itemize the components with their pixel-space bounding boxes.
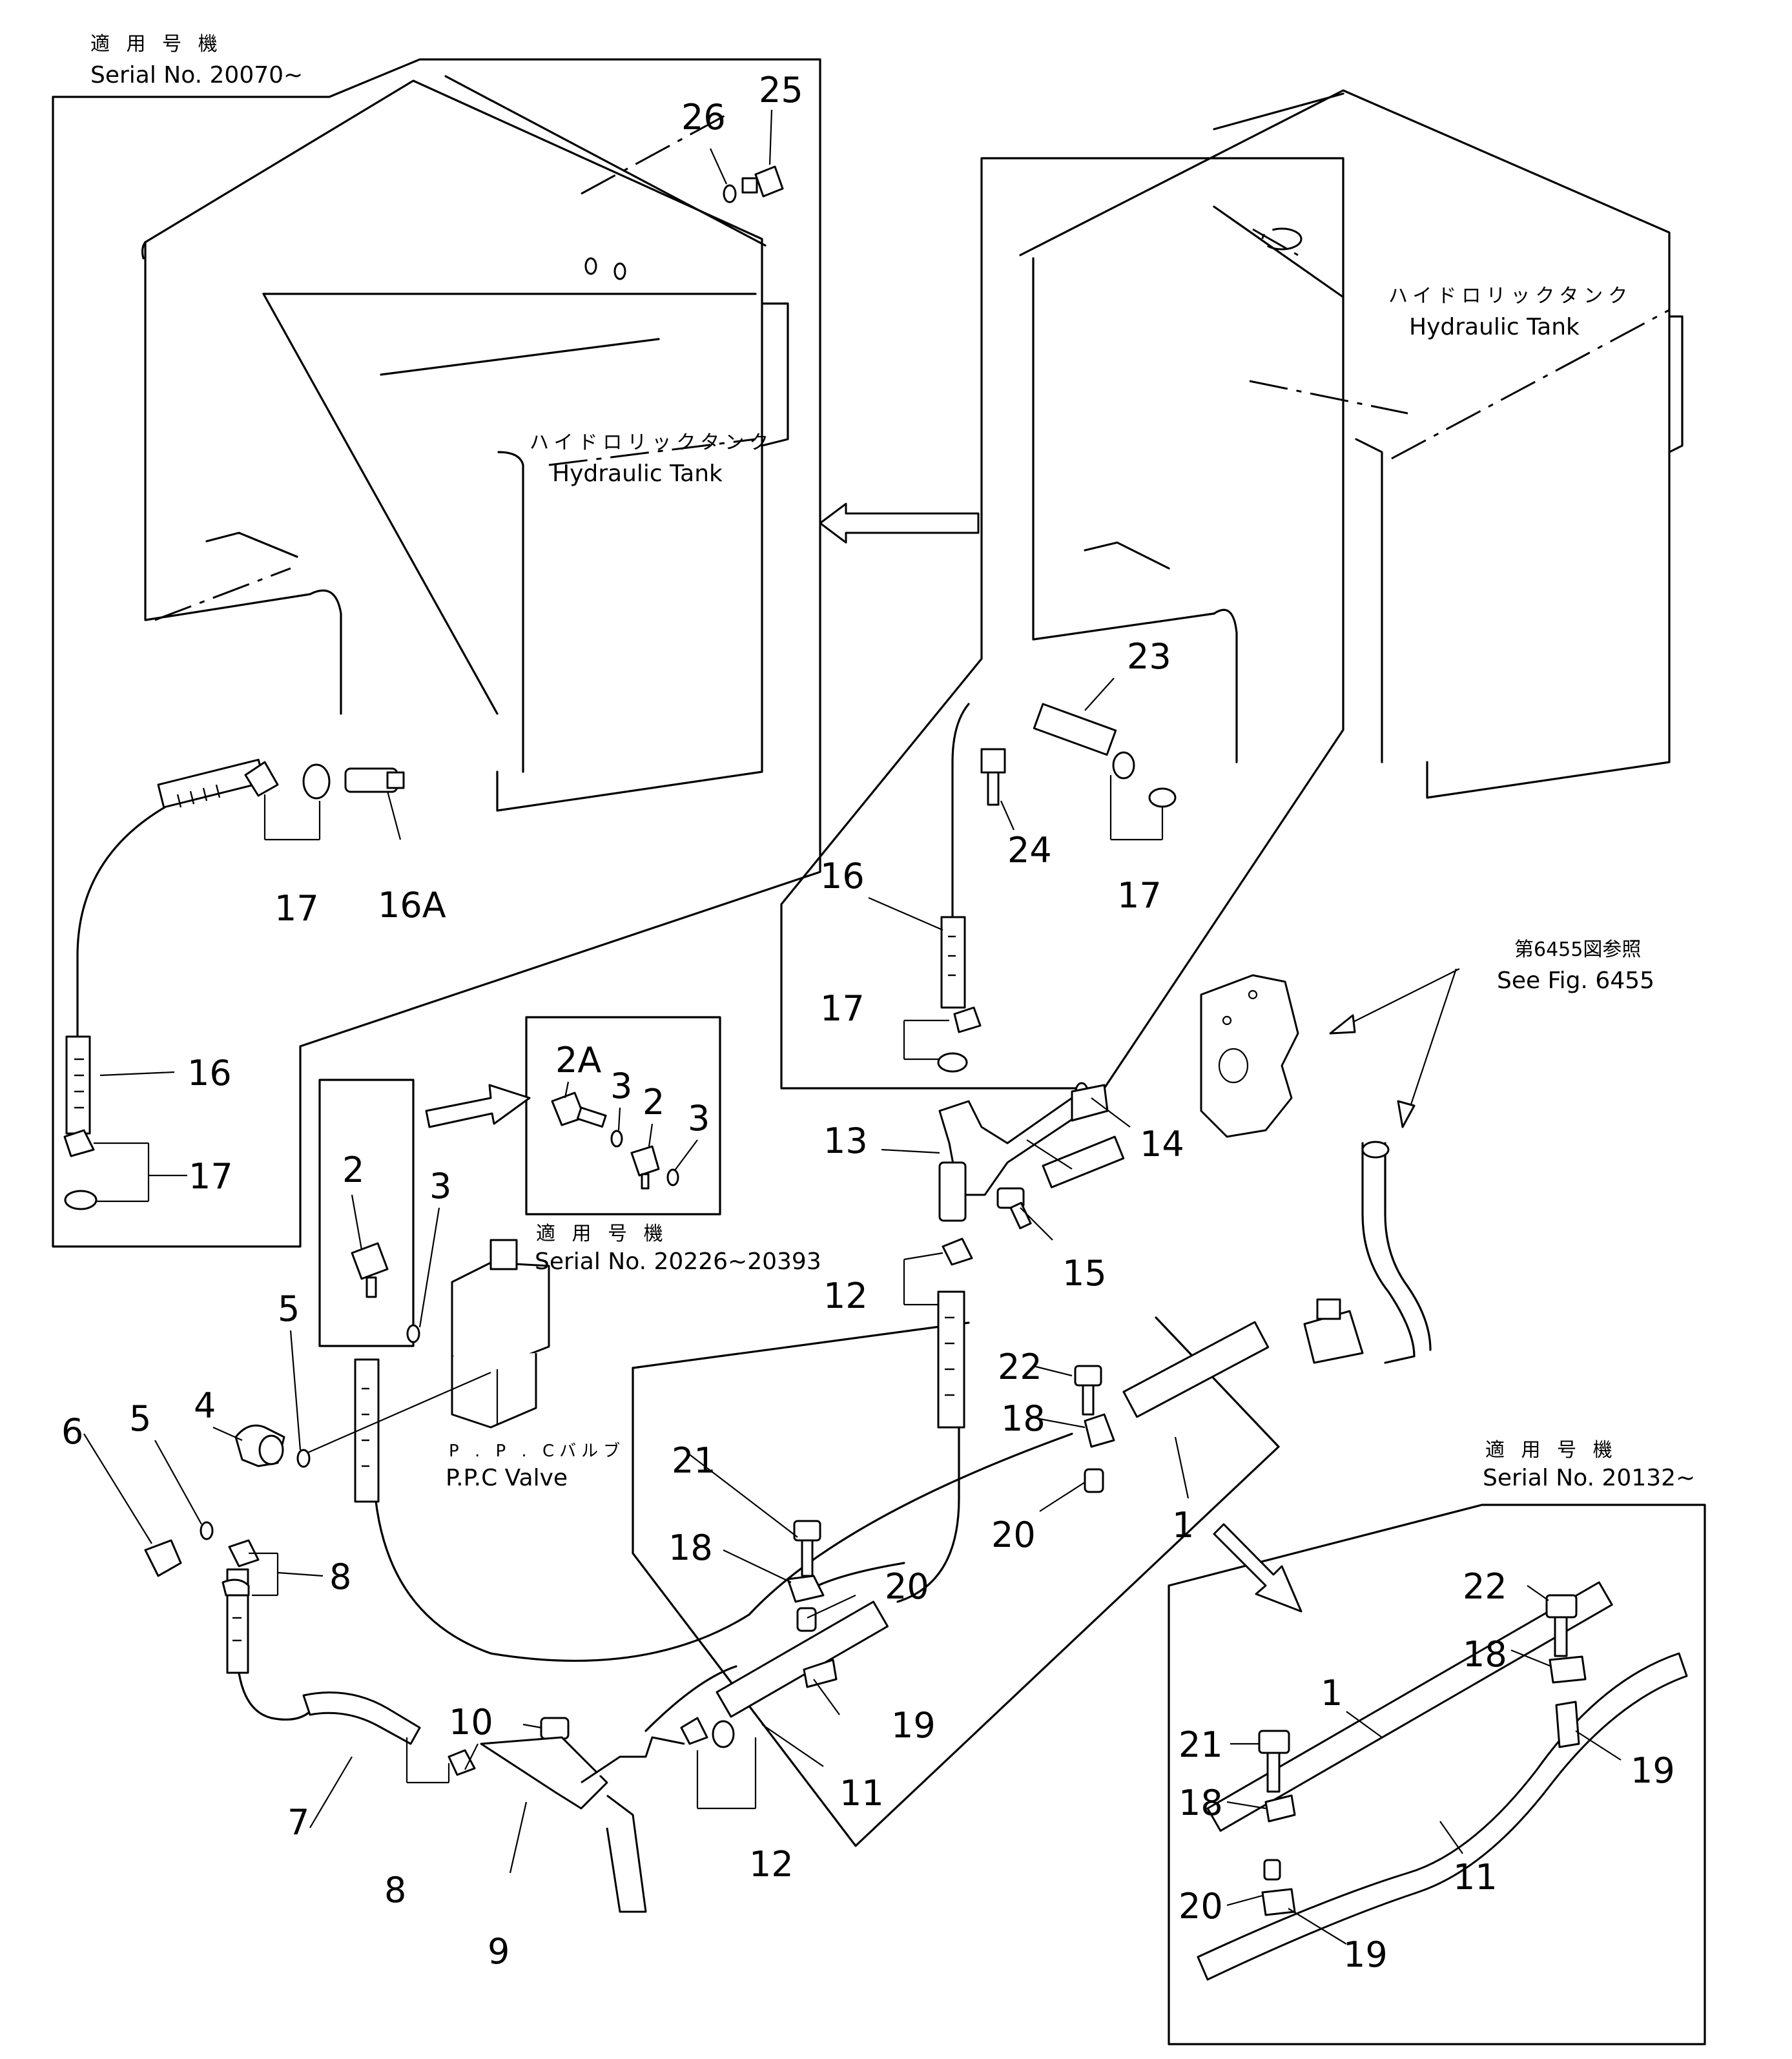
part-label: 18: [1463, 1634, 1507, 1675]
part-label: 11: [839, 1773, 884, 1814]
ppc-box-serial-note: Serial No. 20226~20393: [535, 1248, 821, 1275]
part-label: 8: [384, 1870, 406, 1910]
see-fig-en-note: See Fig. 6455: [1497, 967, 1654, 994]
part-label: 12: [749, 1844, 794, 1885]
part-label: 2A: [555, 1040, 601, 1081]
part-label: 21: [672, 1440, 716, 1481]
part-label: 14: [1140, 1124, 1184, 1164]
part-label: 16: [820, 856, 865, 896]
hoses: [76, 703, 1432, 1732]
part-label: 1: [1321, 1673, 1343, 1713]
top-left-jp-note: 適 用 号 機: [90, 33, 223, 56]
part-label: 5: [129, 1398, 151, 1439]
part-label: 20: [885, 1566, 929, 1607]
bottom-right-jp-note: 適 用 号 機: [1485, 1439, 1618, 1462]
bottom-right-serial-note: Serial No. 20132~: [1483, 1465, 1695, 1491]
part-label: 8: [329, 1557, 351, 1597]
ppc-jp-label: P . P . Cバルブ: [449, 1442, 625, 1461]
part-label: 16A: [378, 885, 446, 926]
part-label: 26: [681, 97, 726, 138]
part-label: 24: [1007, 830, 1052, 871]
right-tank-jp-label: ハイドロリックタンク: [1388, 285, 1632, 307]
part-label: 19: [891, 1705, 936, 1746]
part-label: 22: [998, 1347, 1042, 1387]
leader-lines: [83, 109, 1622, 1945]
right-inset-frame: [780, 157, 1344, 1090]
ppc-box-jp-note: 適 用 号 機: [536, 1223, 668, 1245]
see-fig-jp-note: 第6455図参照: [1514, 938, 1641, 961]
top-left-serial-note: Serial No. 20070~: [90, 62, 303, 88]
part-label: 13: [823, 1121, 868, 1161]
part-label: 17: [274, 888, 319, 929]
part-label: 3: [429, 1166, 451, 1206]
fittings: [63, 165, 1587, 1916]
part-label: 20: [991, 1515, 1036, 1555]
part-label: 6: [61, 1411, 83, 1452]
part-label: 16: [187, 1053, 232, 1093]
ppc-en-label: P.P.C Valve: [446, 1465, 568, 1491]
part-label: 18: [1001, 1398, 1045, 1439]
part-label: 18: [1179, 1783, 1223, 1823]
part-label: 3: [610, 1066, 632, 1106]
part-label: 17: [820, 988, 865, 1029]
inset-notes: 適 用 号 機 Serial No. 20070~ 適 用 号 機 Serial…: [90, 33, 1695, 1491]
part-label: 4: [194, 1385, 216, 1426]
center-wedge-frame: [632, 1316, 1280, 1847]
part-label: 5: [278, 1288, 300, 1329]
top-left-inset-frame: [52, 58, 821, 1248]
part-label: 20: [1179, 1886, 1223, 1927]
part-label: 9: [488, 1931, 510, 1972]
part-label: 17: [1117, 875, 1162, 916]
part-label: 12: [823, 1276, 868, 1316]
left-tank-jp-label: ハイドロリックタンク: [530, 431, 774, 454]
hatch-marks: [74, 784, 956, 1642]
component-labels: ハイドロリックタンク Hydraulic Tank ハイドロリックタンク Hyd…: [446, 285, 1632, 1491]
part-label: 2: [342, 1150, 364, 1190]
right-tank-en-label: Hydraulic Tank: [1409, 314, 1580, 340]
ppc-detail-box: [525, 1016, 721, 1216]
right-hydraulic-tank: [1019, 89, 1684, 799]
part-label: 19: [1343, 1934, 1388, 1975]
ppc-small-frame: [318, 1079, 415, 1347]
part-label: 10: [449, 1702, 493, 1743]
part-label: 21: [1179, 1724, 1223, 1765]
part-label: 23: [1127, 636, 1171, 677]
part-label: 3: [688, 1098, 710, 1139]
part-label: 2: [643, 1082, 664, 1123]
part-label: 1: [1172, 1505, 1194, 1546]
left-tank-en-label: Hydraulic Tank: [552, 460, 723, 487]
bottom-right-inset-frame: [1168, 1504, 1706, 2045]
part-label: 7: [287, 1802, 309, 1843]
part-label: 18: [668, 1527, 713, 1568]
part-label: 15: [1062, 1253, 1107, 1294]
part-label: 22: [1463, 1566, 1507, 1607]
center-wedge-top: [632, 1321, 970, 1369]
part-number-labels: 25 26 17 16A 16 17 23 24 17 16 17 2A 3 2…: [61, 70, 1675, 1975]
part-label: 17: [189, 1156, 233, 1197]
part-label: 19: [1631, 1750, 1675, 1791]
part-label: 25: [759, 70, 803, 110]
left-hydraulic-tank: [141, 75, 789, 812]
part-label: 11: [1453, 1857, 1498, 1898]
direction-arrows: [425, 502, 1460, 1613]
